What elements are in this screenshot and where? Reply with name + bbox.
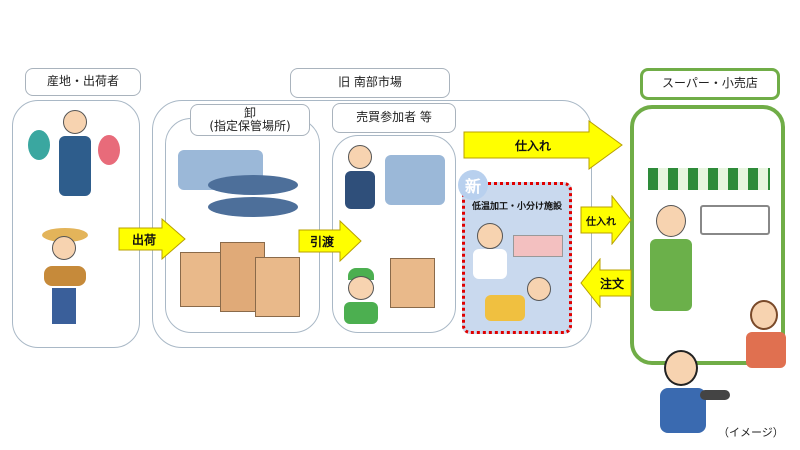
purchase-direct-arrow-label: 仕入れ [514,138,551,153]
purchase-facility-arrow: 仕入れ [580,195,632,245]
fisherman-illustration [55,110,95,210]
purchase-facility-arrow-label: 仕入れ [586,216,616,228]
handover-arrow-label: 引渡 [309,234,334,249]
wholesale-title: 卸 [243,105,256,120]
wholesale-label: 卸 (指定保管場所) [190,104,310,136]
worker-illustration [340,268,380,326]
cardboard-box-icon [390,258,435,308]
packaged-food-icon [485,295,525,321]
ship-arrow: 出荷 [118,218,186,260]
chef-illustration [477,223,503,249]
fish-crates-icon [385,155,445,205]
customer-illustration [740,300,790,370]
facility-label: 低温加工・小分け施設 [471,202,562,212]
meat-trays-icon [513,235,563,257]
buyers-label: 売買参加者 等 [332,103,456,133]
market-label: 旧 南部市場 [290,68,450,98]
producer-label: 産地・出荷者 [25,68,141,96]
chef-body [473,249,507,279]
ship-arrow-label: 出荷 [131,232,156,247]
handover-arrow: 引渡 [298,220,362,262]
store-awning-icon [648,168,770,190]
processing-facility-box: 低温加工・小分け施設 [462,182,572,334]
cook-illustration [660,340,730,435]
purchase-direct-arrow: 仕入れ [463,120,623,170]
staff-illustration [527,277,551,301]
wholesale-subtitle: (指定保管場所) [209,119,291,133]
cardboard-boxes-illustration [180,242,300,322]
order-arrow-label: 注文 [599,276,624,291]
order-arrow: 注文 [580,258,632,308]
buyer-person-illustration [345,145,375,210]
farmer-illustration [40,228,90,326]
fish-icon [98,135,120,165]
tuna-fish-illustration [178,150,298,220]
new-badge: 新 [458,170,488,200]
shop-clerk-illustration [650,205,692,315]
image-note: （イメージ） [718,426,784,439]
fish-icon [28,130,50,160]
shopping-carts-icon [700,205,770,235]
retail-label: スーパー・小売店 [640,68,780,100]
